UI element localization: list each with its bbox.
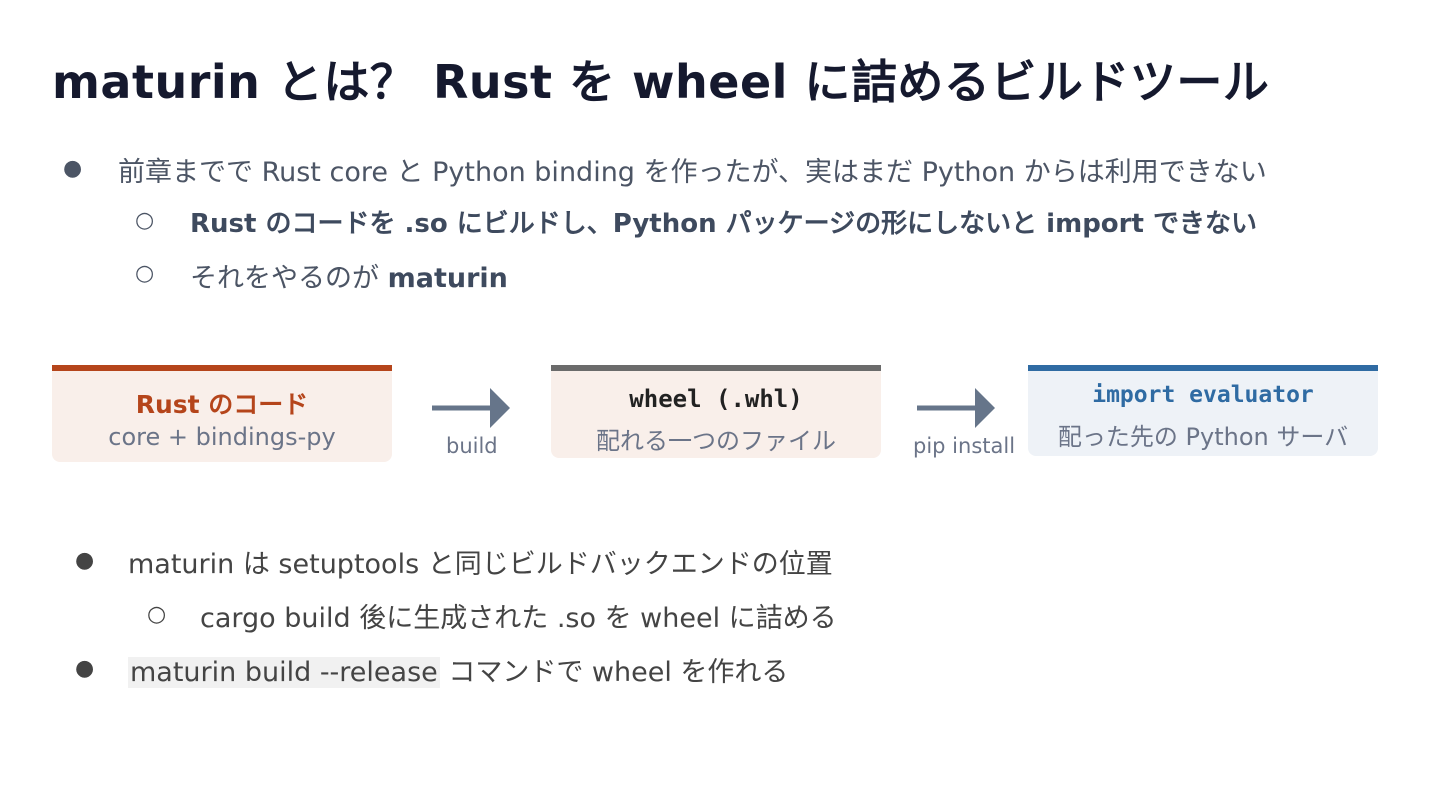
- box-heading: import evaluator: [1092, 382, 1314, 408]
- bullet-icon: ●: [75, 656, 95, 681]
- box-heading: wheel (.whl): [629, 385, 803, 413]
- sub-item-2-text: それをやるのが: [190, 263, 388, 294]
- arrow-icon: [917, 388, 995, 428]
- top-list-item-1: 前章までで Rust core と Python binding を作ったが、実…: [118, 157, 1267, 188]
- top-list-sub-item-2: それをやるのが maturin: [190, 256, 508, 295]
- sub-item-2-bold: maturin: [387, 263, 508, 294]
- item-2-text: コマンドで wheel を作れる: [439, 657, 789, 688]
- sub-bullet-icon: ○: [135, 261, 155, 286]
- accent-bar: [551, 365, 881, 371]
- arrow-label-pip-install: pip install: [913, 434, 1016, 458]
- accent-bar: [52, 365, 392, 371]
- bullet-icon: ●: [63, 156, 83, 181]
- box-subtext: core + bindings-py: [108, 423, 336, 451]
- sub-bullet-icon: ○: [147, 602, 167, 627]
- bottom-list-item-2: maturin build --release コマンドで wheel を作れる: [128, 650, 788, 689]
- flow-box-wheel: wheel (.whl) 配れる一つのファイル: [551, 365, 881, 458]
- box-subtext: 配った先の Python サーバ: [1057, 423, 1349, 451]
- inline-code: maturin build --release: [128, 657, 440, 688]
- sub-bullet-icon: ○: [135, 208, 155, 233]
- box-subtext: 配れる一つのファイル: [596, 427, 836, 455]
- slide-title: maturin とは？ Rust を wheel に詰めるビルドツール: [52, 55, 1270, 109]
- arrow-label-build: build: [446, 434, 498, 458]
- flow-box-import: import evaluator 配った先の Python サーバ: [1028, 365, 1378, 456]
- bullet-icon: ●: [75, 548, 95, 573]
- box-heading: Rust のコード: [135, 390, 309, 419]
- flow-box-rust-code: Rust のコード core + bindings-py: [52, 365, 392, 462]
- top-list-sub-item-1: Rust のコードを .so にビルドし、Python パッケージの形にしないと…: [190, 209, 1257, 239]
- accent-bar: [1028, 365, 1378, 371]
- bottom-list-item-1: maturin は setuptools と同じビルドバックエンドの位置: [128, 549, 833, 580]
- bottom-list-sub-item-1: cargo build 後に生成された .so を wheel に詰める: [200, 603, 837, 634]
- arrow-icon: [432, 388, 510, 428]
